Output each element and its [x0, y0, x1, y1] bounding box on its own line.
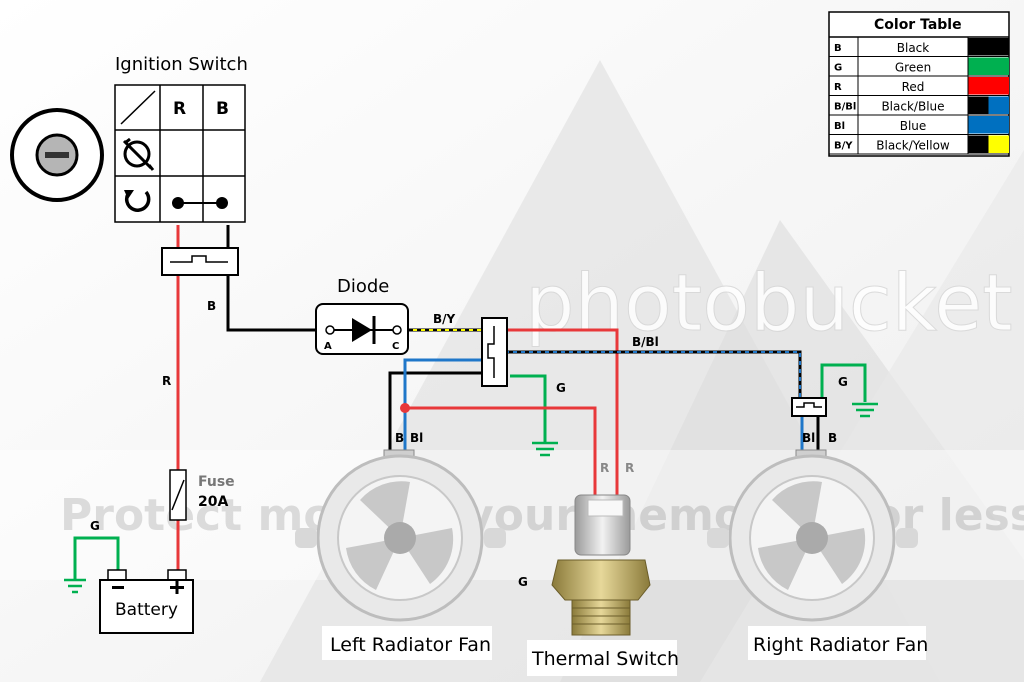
- wire-label-bl-left: Bl: [410, 431, 423, 445]
- wire-label-g-connector: G: [556, 381, 566, 395]
- color-swatch: [968, 116, 989, 134]
- color-table-code: B: [834, 43, 842, 54]
- color-table-code: R: [834, 82, 842, 93]
- wire-label-r-main: R: [162, 374, 171, 388]
- color-table-name: Black: [897, 41, 930, 55]
- fuse-label: Fuse: [198, 474, 235, 490]
- diode-label: Diode: [337, 276, 389, 297]
- diode-symbol: A C: [315, 303, 409, 355]
- wire-label-b-ignition: B: [207, 299, 216, 313]
- color-table-name: Black/Yellow: [876, 139, 950, 153]
- ignition-switch-title: Ignition Switch: [115, 54, 248, 75]
- wire-label-b-left: B: [395, 431, 404, 445]
- wire-label-b-right: B: [828, 431, 837, 445]
- wire-label-bbl: B/Bl: [632, 335, 659, 349]
- fuse-rating: 20A: [198, 494, 228, 510]
- color-table-name: Black/Blue: [881, 100, 944, 114]
- color-swatch: [968, 77, 1009, 95]
- thermal-switch-label: Thermal Switch: [531, 648, 679, 670]
- wire-label-r-thermal-2: R: [625, 461, 634, 475]
- color-table-name: Blue: [900, 119, 927, 133]
- color-table-code: G: [834, 63, 842, 74]
- ignition-col-b: B: [216, 99, 229, 119]
- right-radiator-fan-icon: [707, 449, 918, 622]
- ignition-col-r: R: [173, 99, 186, 119]
- color-table-code: Bl: [834, 121, 845, 132]
- battery-symbol: [99, 569, 194, 634]
- color-table-code: B/Y: [834, 141, 853, 152]
- color-swatch: [988, 96, 1009, 114]
- color-swatch: [988, 116, 1009, 134]
- color-table-name: Red: [902, 80, 925, 94]
- wire-label-bl-right: Bl: [802, 431, 815, 445]
- color-table-name: Green: [895, 61, 931, 75]
- diode-terminal-a: A: [324, 341, 332, 352]
- color-swatch: [968, 135, 989, 153]
- wire-label-g-battery: G: [90, 519, 100, 533]
- color-table-code: B/Bl: [834, 102, 856, 113]
- right-fan-label: Right Radiator Fan: [753, 634, 928, 656]
- ignition-connector: [161, 247, 239, 276]
- wire-label-g-bottom: G: [518, 575, 528, 589]
- wire-label-g-right: G: [838, 375, 848, 389]
- junction-connector: [481, 317, 508, 387]
- ignition-on-icon: [124, 190, 151, 212]
- ground-symbols: [64, 402, 878, 594]
- color-swatch: [968, 38, 1009, 56]
- ignition-key-icon: [10, 108, 104, 202]
- battery-label: Battery: [115, 600, 178, 620]
- left-radiator-fan-icon: [295, 449, 506, 622]
- color-table-title: Color Table: [874, 17, 962, 33]
- wire-label-by: B/Y: [433, 312, 456, 326]
- color-swatch: [968, 57, 1009, 75]
- right-fan-connector: [791, 397, 827, 417]
- watermark-brand: photobucket: [525, 259, 1013, 349]
- color-swatch: [988, 135, 1009, 153]
- wire-label-r-thermal-1: R: [600, 461, 609, 475]
- wire-labels: B R B/Y B/Bl G B Bl R R G Bl B G G: [90, 299, 848, 589]
- thermal-switch-icon: [551, 494, 651, 636]
- fuse-symbol: [169, 469, 187, 521]
- color-swatch: [968, 96, 989, 114]
- left-fan-label: Left Radiator Fan: [330, 634, 491, 656]
- diode-terminal-c: C: [392, 341, 399, 352]
- ignition-off-icon: [122, 137, 155, 171]
- ignition-switch-table: R B: [114, 84, 246, 223]
- wires: [73, 225, 867, 585]
